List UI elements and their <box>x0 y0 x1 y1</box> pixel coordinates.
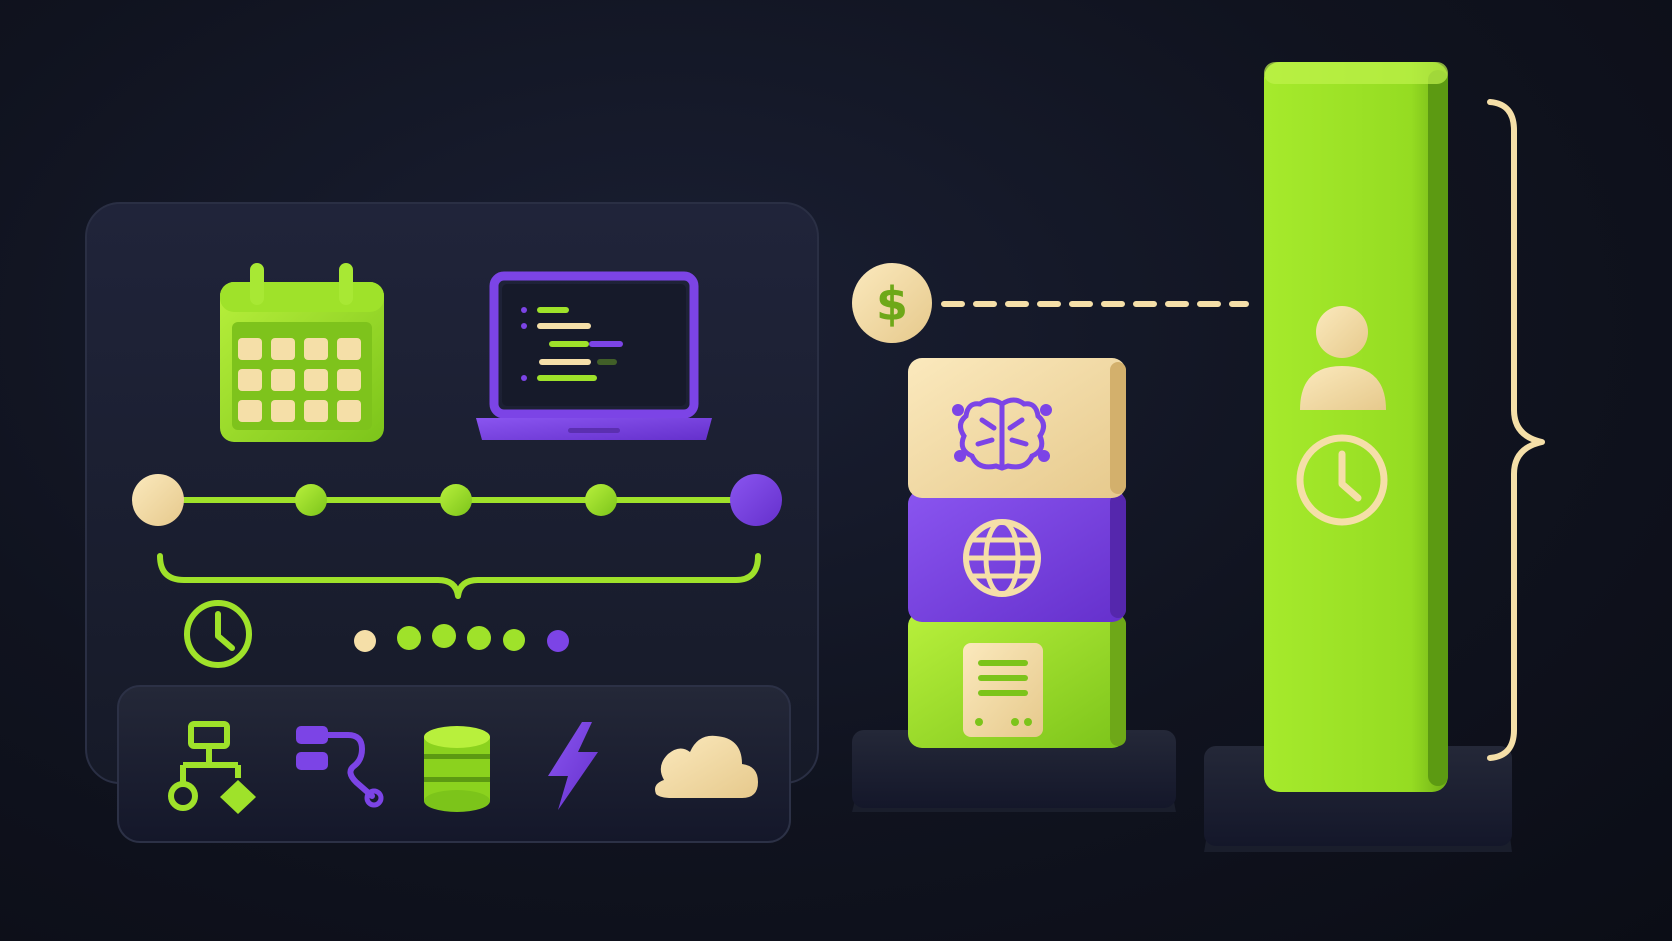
progress-dots <box>354 624 569 652</box>
progress-dot <box>547 630 569 652</box>
timeline-step-node <box>585 484 617 516</box>
progress-dot <box>432 624 456 648</box>
cost-badge: $ <box>852 263 932 343</box>
database-icon <box>424 726 490 812</box>
dollar-sign: $ <box>876 277 908 331</box>
user-icon <box>1300 306 1386 410</box>
brain-block <box>908 358 1126 498</box>
progress-dot <box>354 630 376 652</box>
progress-dot <box>397 626 421 650</box>
lightning-icon <box>548 722 598 810</box>
flowchart-icon <box>168 721 256 814</box>
clock-icon <box>184 600 252 668</box>
timeline-step-node <box>295 484 327 516</box>
timeline-step-node <box>440 484 472 516</box>
calendar-icon <box>220 263 384 442</box>
server-icon <box>963 643 1043 737</box>
timeline <box>132 474 782 526</box>
progress-dot <box>467 626 491 650</box>
tall-bar <box>1264 62 1448 792</box>
stack-base <box>852 730 1176 812</box>
brain-icon <box>952 397 1052 471</box>
timeline-end-node <box>730 474 782 526</box>
workflow-icon <box>296 726 384 808</box>
timeline-bracket <box>157 553 761 599</box>
globe-icon <box>963 519 1041 597</box>
timeline-start-node <box>132 474 184 526</box>
tall-bar-clock-icon <box>1296 434 1388 526</box>
progress-dot <box>503 629 525 651</box>
right-brace <box>1487 99 1545 761</box>
cloud-icon <box>655 735 758 798</box>
laptop-code-icon <box>476 271 712 440</box>
